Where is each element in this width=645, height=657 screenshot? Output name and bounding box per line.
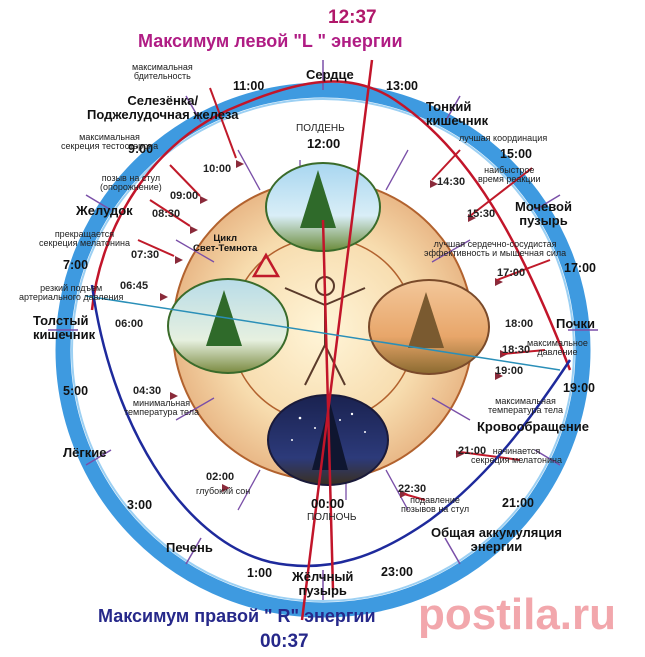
time-0430: 04:30 [133,385,162,397]
note-bowel: позыв на стул (опорожнение) [100,173,162,193]
time-0900: 09:00 [170,190,199,202]
hour-3: 3:00 [127,498,153,512]
time-0200: 02:00 [206,471,235,483]
noon-time: 12:00 [307,136,341,151]
triangle-icon [251,252,281,278]
left-energy-curve [90,80,572,371]
note-alertness: максимальная бдительность [132,62,193,82]
right-energy-curve [90,284,572,568]
organ-kidneys: Почки [556,316,596,331]
time-1900: 19:00 [495,365,524,377]
noon-label: ПОЛДЕНЬ [296,123,345,134]
organ-lungs: Лёгкие [63,445,107,460]
hour-5: 5:00 [63,384,89,398]
organ-circulation: Кровообращение [477,419,589,434]
hour-21: 21:00 [502,496,534,510]
note-coordination: лучшая координация [459,133,548,143]
organ-colon: Толстый кишечник [33,313,96,342]
hour-11: 11:00 [233,79,265,93]
organ-small-intestine: Тонкий кишечник [426,99,489,128]
note-melatonin-stop: прекращается секреция мелатонина [39,229,130,249]
note-melatonin-start: начинается секреция мелатонина [471,446,562,466]
hour-spokes [48,60,598,600]
note-reaction: наибыстрое время реакции [478,165,541,185]
note-max-bp: максимальное давление [527,338,588,358]
top-title: Максимум левой "L " энергии [138,31,403,51]
organ-gallbladder: Жёлчный пузырь [292,569,354,598]
hour-17: 17:00 [564,261,596,275]
inner-disc [173,180,473,480]
note-deep-sleep: глубокий сон [196,486,251,496]
note-min-temp: минимальная температура тела [124,398,200,418]
organ-liver: Печень [166,540,213,555]
organ-stomach: Желудок [76,203,133,218]
time-1800: 18:00 [505,318,534,330]
time-1530: 15:30 [467,208,496,220]
note-bp-rise: резкий подъем артериального давления [19,283,124,303]
hour-15: 15:00 [500,147,532,161]
note-max-temp: максимальная температура тела [488,396,564,416]
time-1430: 14:30 [437,176,466,188]
organ-bladder: Мочевой пузырь [515,199,572,228]
time-0730: 07:30 [131,249,160,261]
note-bowel-suppress: подавление позывов на стул [401,495,470,515]
organ-heart: Сердце [306,67,354,82]
midnight-time: 00:00 [311,496,345,511]
hour-23: 23:00 [381,565,413,579]
note-cardio: лучшая сердечно-сосудистая эффективность… [424,239,567,259]
hour-19: 19:00 [563,381,595,395]
cycle-label: Цикл Свет-Темнота [193,233,258,254]
note-testosterone: максимальная секреция тестостерона [61,132,159,152]
bottom-time: 00:37 [260,631,309,652]
hour-13: 13:00 [386,79,418,93]
night-stars-icon [291,412,366,441]
teal-diagonal-line [85,295,561,371]
time-0830: 08:30 [152,208,181,220]
time-1700: 17:00 [497,267,526,279]
time-1830: 18:30 [502,344,531,356]
watermark: postila.ru [418,590,617,639]
time-2100: 21:00 [458,445,487,457]
time-0600: 06:00 [115,318,144,330]
hour-1: 1:00 [247,566,273,580]
midnight-label: ПОЛНОЧЬ [307,512,357,523]
time-1000: 10:00 [203,163,232,175]
time-2230: 22:30 [398,483,427,495]
hour-7: 7:00 [63,258,89,272]
red-axis-line-right [300,59,374,621]
bottom-title: Максимум правой " R" энергии [98,606,376,626]
annotation-arrows [137,87,551,501]
hour-9: 9:00 [128,142,154,156]
outer-ring-inner-edge [71,98,575,602]
time-0645: 06:45 [120,280,149,292]
top-time: 12:37 [328,7,377,28]
organ-energy: Общая аккумуляция энергии [431,525,562,554]
organ-spleen: Селезёнка/ Поджелудочная железа [87,93,239,122]
